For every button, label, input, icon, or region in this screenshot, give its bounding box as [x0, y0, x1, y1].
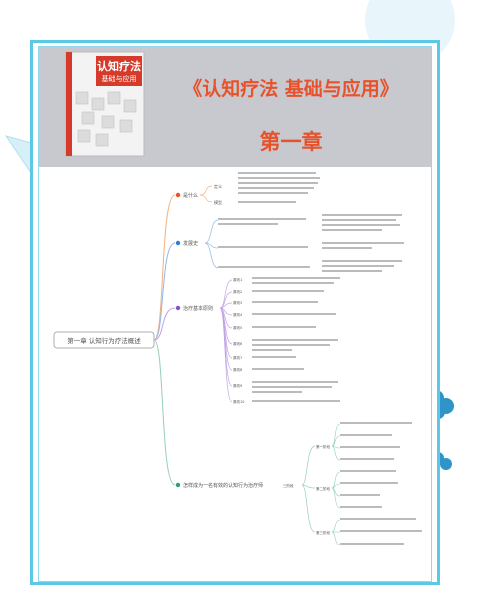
- what-model-label: 模型: [214, 199, 222, 205]
- stage-1: 第一阶段: [316, 444, 330, 449]
- book-title-line2: 基础与应用: [102, 74, 137, 83]
- principle-5: 原则5: [233, 325, 242, 330]
- principle-7: 原则7: [233, 355, 242, 360]
- branch-history: 发展史: [183, 240, 198, 247]
- inner-frame: [38, 46, 432, 582]
- root-node: 第一章 认知行为疗法概述: [67, 336, 141, 345]
- principle-2: 原则2: [233, 289, 242, 294]
- book-cover: 认知疗法 基础与应用: [65, 51, 145, 157]
- branch-what: 是什么: [183, 192, 198, 199]
- stage-3: 第三阶段: [316, 530, 330, 535]
- principle-8: 原则8: [233, 367, 242, 372]
- svg-text:三阶段: 三阶段: [283, 483, 294, 488]
- book-title-line1: 认知疗法: [97, 59, 141, 73]
- branch-therapist: 怎样成为一名有效的认知行为治疗师: [183, 482, 263, 489]
- principle-10: 原则10: [233, 399, 244, 404]
- page-title: 《认知疗法 基础与应用》: [183, 78, 399, 100]
- branch-principles: 治疗基本原则: [183, 305, 213, 312]
- principle-1: 原则1: [233, 277, 242, 282]
- principle-9: 原则9: [233, 383, 242, 388]
- principle-6: 原则6: [233, 341, 242, 346]
- stage-2: 第二阶段: [316, 486, 330, 491]
- chapter-title: 第一章: [259, 130, 323, 154]
- what-definition-label: 定义: [214, 183, 222, 189]
- principle-4: 原则4: [233, 312, 243, 317]
- mind-map: 第一章 认知行为疗法概述 是什么 发展史 治疗基本原则 怎样成为一名有效的认知行…: [53, 172, 422, 546]
- principle-3: 原则3: [233, 300, 242, 305]
